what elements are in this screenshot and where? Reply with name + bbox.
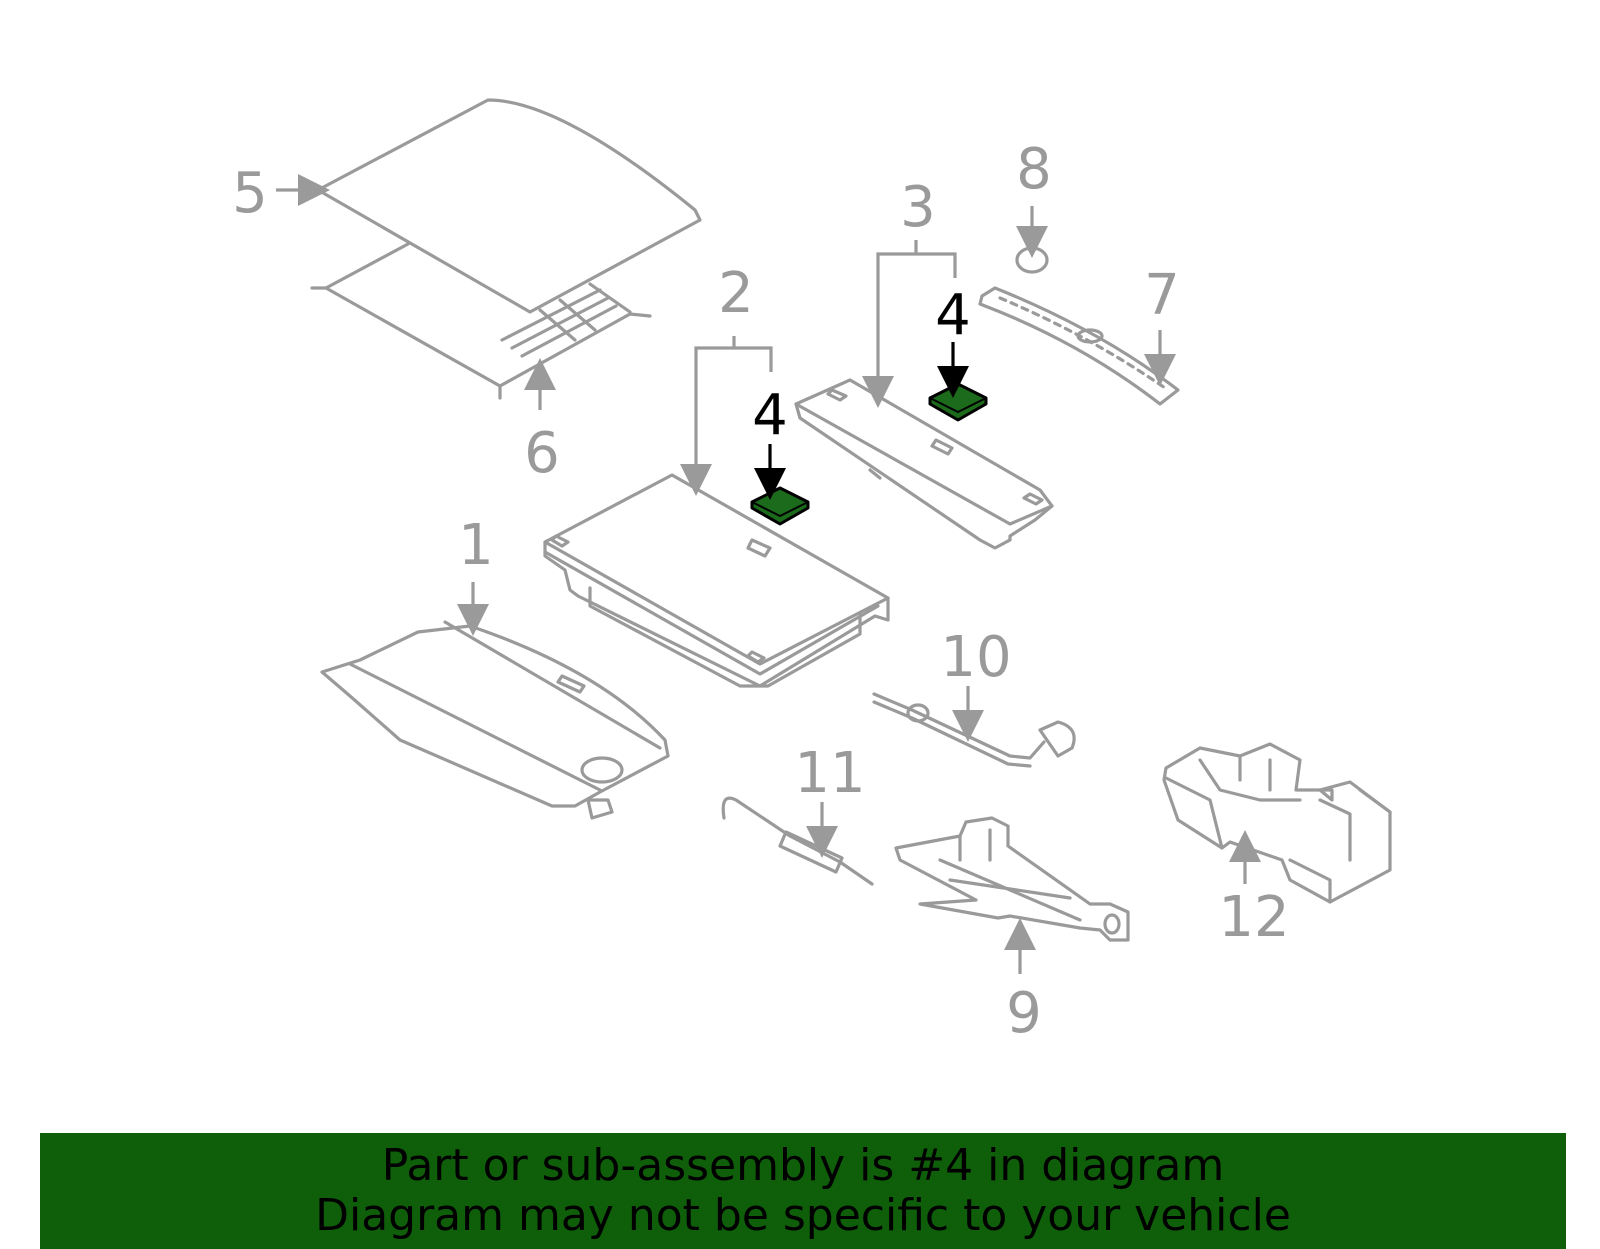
callout-2: 2 — [718, 261, 754, 326]
callout-10: 10 — [940, 625, 1011, 690]
callout-4-upper: 4 — [935, 283, 971, 348]
part-5-trunk-mat — [316, 98, 702, 314]
callout-6: 6 — [524, 421, 560, 486]
part-4-pad-lower — [750, 486, 810, 526]
callout-8: 8 — [1016, 137, 1052, 202]
part-12-tool-tray — [1162, 742, 1392, 904]
part-3-storage-tray — [794, 378, 1054, 550]
callout-1: 1 — [458, 513, 494, 578]
callout-11: 11 — [794, 741, 865, 806]
part-6-floor-board — [310, 242, 652, 400]
callout-3: 3 — [900, 175, 936, 240]
callout-7: 7 — [1144, 263, 1180, 328]
part-2-storage-box — [543, 473, 890, 688]
callout-12: 12 — [1218, 885, 1289, 950]
callout-9: 9 — [1006, 981, 1042, 1046]
leader-lines — [276, 174, 1261, 974]
part-9-scissor-jack — [894, 816, 1130, 942]
part-7-sill-plate — [978, 286, 1180, 406]
part-11-tow-hook — [721, 796, 874, 886]
parts-diagram: 5 6 1 2 3 8 7 10 11 9 12 4 4 — [232, 98, 1392, 1046]
callout-4-lower: 4 — [752, 383, 788, 448]
banner-line-1: Part or sub-assembly is #4 in diagram — [381, 1140, 1225, 1191]
part-4-pad-upper — [928, 382, 988, 422]
banner-line-2: Diagram may not be specific to your vehi… — [315, 1190, 1291, 1241]
part-1-cargo-cover — [320, 620, 670, 820]
part-8-grommet — [1015, 246, 1049, 274]
info-banner: Part or sub-assembly is #4 in diagram Di… — [40, 1133, 1566, 1249]
part-10-jack-handle — [872, 692, 1076, 768]
callout-5: 5 — [232, 161, 268, 226]
